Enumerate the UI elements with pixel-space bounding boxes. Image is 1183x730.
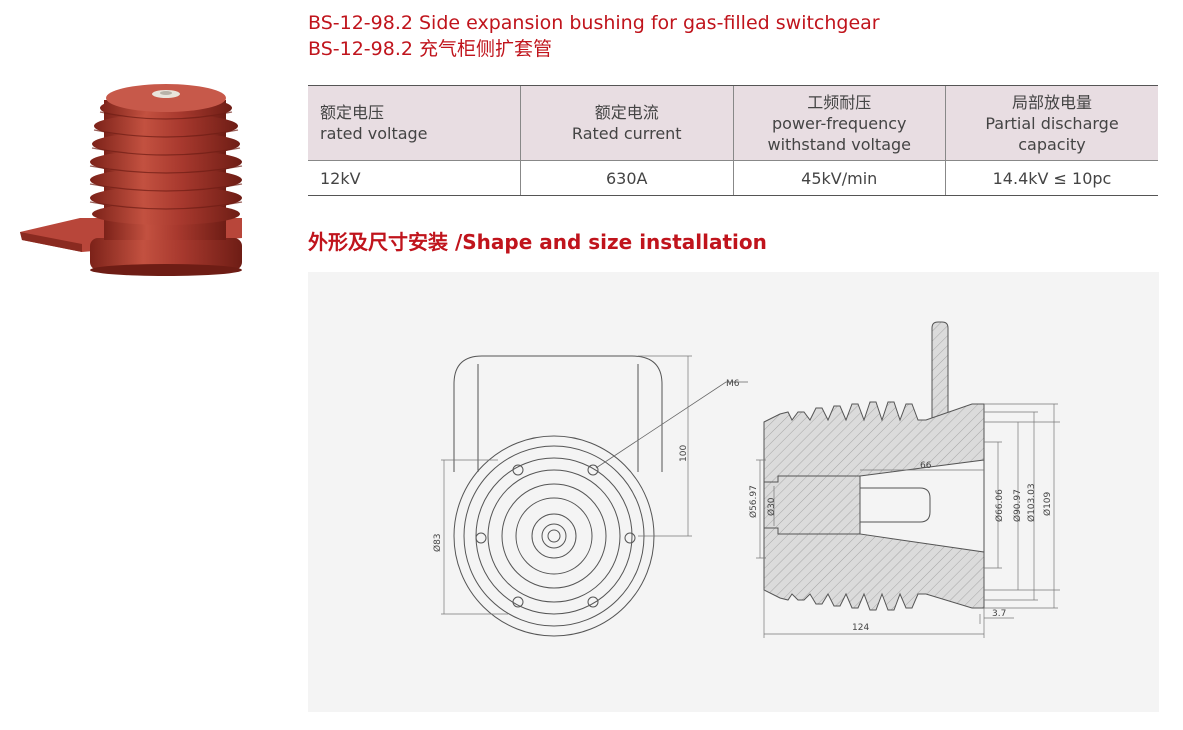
label-103-03: Ø103.03: [1026, 483, 1037, 522]
product-title-en: BS-12-98.2 Side expansion bushing for ga…: [308, 12, 880, 34]
cell-rated-current: 630A: [520, 160, 733, 196]
front-view: [441, 355, 748, 637]
header-cn: 额定电压: [320, 103, 385, 122]
label-90-97: Ø90.97: [1012, 489, 1023, 522]
side-section-view: [756, 321, 1060, 638]
header-en: rated voltage: [320, 124, 428, 143]
label-30: Ø30: [766, 497, 777, 516]
bushing-product-image: [20, 84, 243, 276]
header-en: Rated current: [571, 124, 682, 143]
header-rated-current: 额定电流 Rated current: [520, 85, 733, 161]
header-cn: 工频耐压: [807, 92, 872, 112]
cell-rated-voltage: 12kV: [308, 160, 521, 196]
header-partial-discharge: 局部放电量 Partial discharge capacity: [945, 85, 1158, 161]
technical-drawing: M6 100 Ø83: [432, 321, 1060, 638]
spec-table: 额定电压 rated voltage 额定电流 Rated current 工频…: [308, 85, 1158, 196]
label-56-97: Ø56.97: [748, 485, 759, 518]
header-en-line2: withstand voltage: [767, 134, 912, 154]
section-heading: 外形及尺寸安装 /Shape and size installation: [308, 230, 767, 254]
label-m6: M6: [726, 379, 740, 389]
label-66-06: Ø66.06: [994, 489, 1005, 522]
cell-partial-discharge: 14.4kV ≤ 10pc: [945, 160, 1158, 196]
header-en-line1: power-frequency: [772, 113, 907, 133]
technical-drawing-panel: M6 100 Ø83: [308, 272, 1159, 712]
label-100: 100: [679, 445, 689, 462]
header-cn: 额定电流: [594, 103, 659, 122]
table-header-row: 额定电压 rated voltage 额定电流 Rated current 工频…: [308, 85, 1158, 161]
table-row: 12kV 630A 45kV/min 14.4kV ≤ 10pc: [308, 160, 1158, 196]
label-66: 66: [920, 461, 932, 471]
header-withstand-voltage: 工频耐压 power-frequency withstand voltage: [732, 85, 946, 161]
header-en-line1: Partial discharge: [985, 113, 1119, 133]
label-83: Ø83: [432, 533, 443, 552]
title-block: BS-12-98.2 Side expansion bushing for ga…: [308, 10, 880, 62]
header-rated-voltage: 额定电压 rated voltage: [308, 85, 521, 161]
header-cn: 局部放电量: [1011, 92, 1092, 112]
label-3-7: 3.7: [992, 609, 1006, 619]
product-title-cn: BS-12-98.2 充气柜侧扩套管: [308, 38, 552, 60]
cell-withstand-voltage: 45kV/min: [732, 160, 946, 196]
label-109: Ø109: [1042, 491, 1053, 516]
header-en-line2: capacity: [1018, 134, 1086, 154]
label-124: 124: [852, 623, 869, 633]
